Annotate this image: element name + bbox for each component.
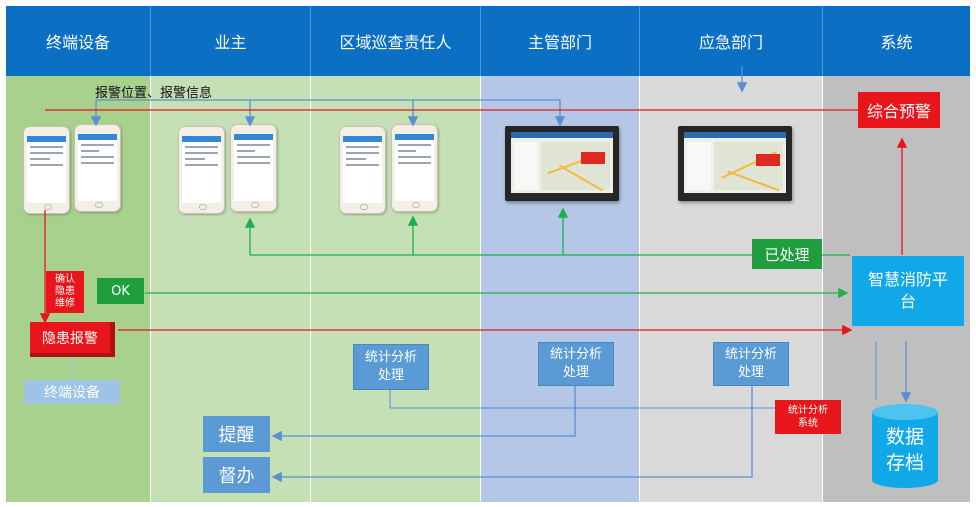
monitor-emergency	[678, 126, 792, 201]
platform-box: 智慧消防平台	[852, 256, 964, 326]
phone-inspector-2	[391, 124, 438, 212]
stat-department-box: 统计分析 处理	[538, 342, 614, 386]
stat-system-box: 统计分析 系统	[775, 400, 841, 434]
ok-box: OK	[97, 278, 144, 304]
lane-header-inspector: 区域巡查责任人	[311, 6, 481, 76]
arrow-feed-department	[413, 99, 566, 127]
lane-header-department: 主管部门	[481, 6, 640, 76]
lane-header-system: 系统	[823, 6, 970, 76]
arrow-feed-terminal	[96, 99, 250, 124]
phone-terminal-1	[23, 126, 70, 214]
phone-terminal-2	[74, 124, 121, 212]
lane-header-owner: 业主	[151, 6, 311, 76]
arrow-to-remind	[271, 386, 576, 442]
stat-emergency-box: 统计分析 处理	[713, 342, 789, 386]
lane-header-terminal: 终端设备	[6, 6, 151, 76]
storage-label: 数据 存档	[885, 426, 924, 474]
remind-box: 提醒	[203, 416, 270, 452]
phone-inspector-1	[339, 126, 386, 214]
stat-owner-box: 统计分析 处理	[353, 344, 429, 390]
confirm-repair-box: 确认 隐患 维修	[46, 271, 84, 313]
hazard-alarm-box: 隐患报警	[30, 322, 115, 357]
supervise-box: 督办	[203, 457, 270, 493]
comprehensive-alert-box: 综合预警	[858, 92, 940, 128]
terminal-device-box: 终端设备	[24, 380, 120, 404]
processed-box: 已处理	[752, 239, 822, 269]
lane-header-emergency: 应急部门	[640, 6, 823, 76]
alarm-info-label: 报警位置、报警信息	[95, 85, 213, 101]
monitor-department	[505, 126, 619, 201]
arrow-to-supervise	[271, 386, 753, 483]
phone-owner-1	[178, 126, 225, 214]
line-stat-owner	[389, 390, 775, 409]
